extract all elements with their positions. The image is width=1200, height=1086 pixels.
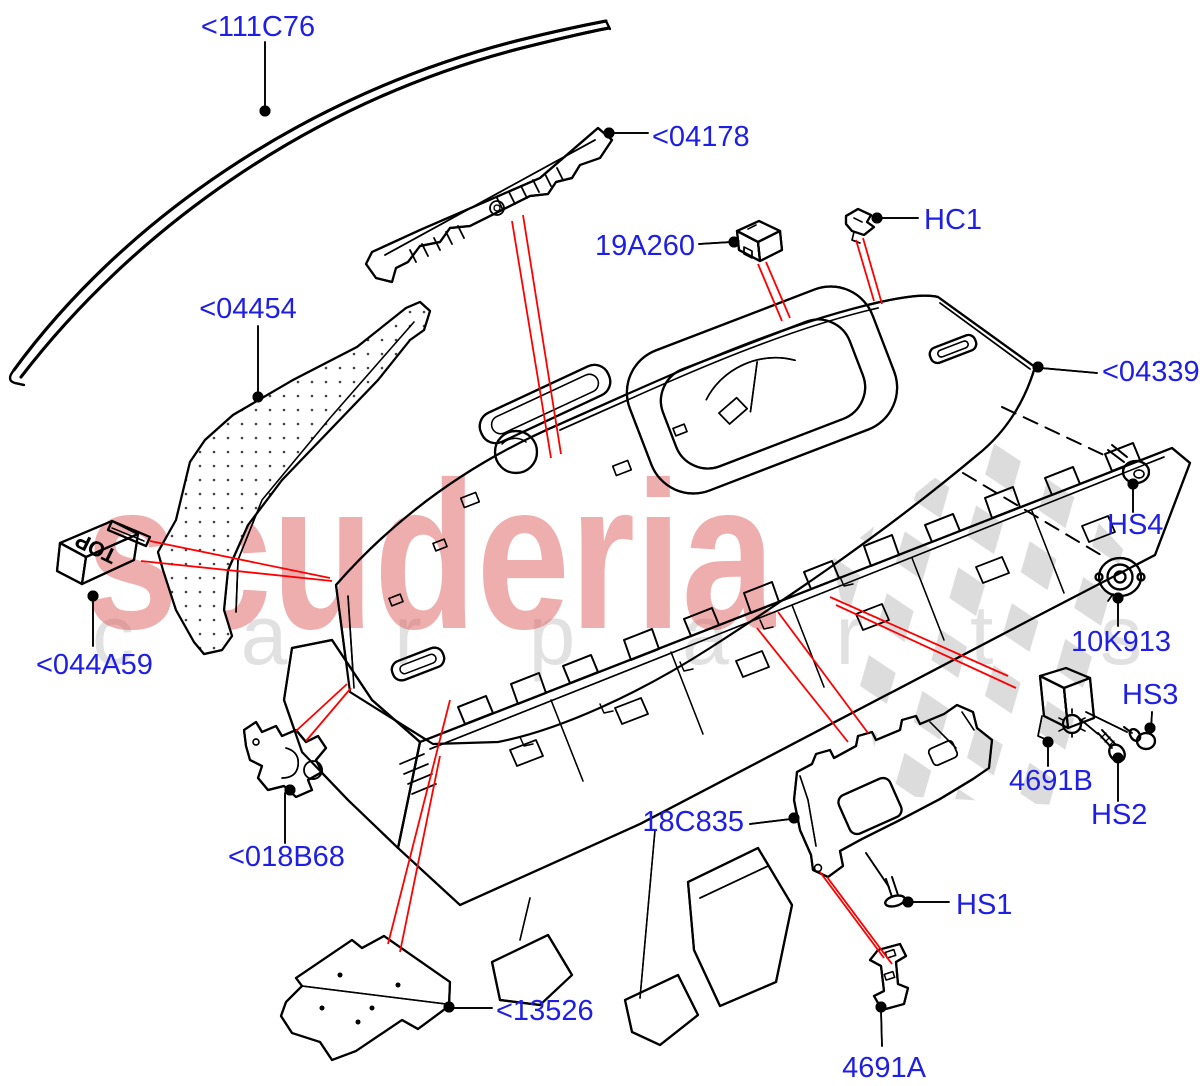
label-04178: <04178 [652, 121, 750, 153]
windscreen-trim-strip [8, 19, 612, 387]
insulator-13526 [279, 934, 452, 1062]
label-044a59: <044A59 [36, 649, 153, 681]
label-10k913: 10K913 [1071, 626, 1171, 658]
label-13526: <13526 [496, 995, 594, 1027]
label-hc1: HC1 [924, 204, 982, 236]
red-pointer-lines [140, 214, 1017, 965]
part-labels: <111C76 <04178 19A260 HC1 <04454 <04339 … [36, 11, 1200, 1084]
label-04454: <04454 [199, 293, 297, 325]
label-4691a: 4691A [842, 1052, 927, 1084]
label-4691b: 4691B [1009, 765, 1093, 797]
label-hs3: HS3 [1122, 679, 1178, 711]
instrument-panel-upper [334, 285, 1037, 747]
label-hs1: HS1 [956, 889, 1012, 921]
label-hs4: HS4 [1107, 509, 1163, 541]
checkered-flag-watermark [832, 422, 1135, 805]
label-04339: <04339 [1102, 356, 1200, 388]
label-hs2: HS2 [1091, 799, 1147, 831]
label-19a260: 19A260 [595, 230, 695, 262]
label-111c76: <111C76 [201, 11, 315, 43]
label-18c835: 18C835 [642, 806, 744, 838]
label-018b68: <018B68 [228, 841, 345, 873]
